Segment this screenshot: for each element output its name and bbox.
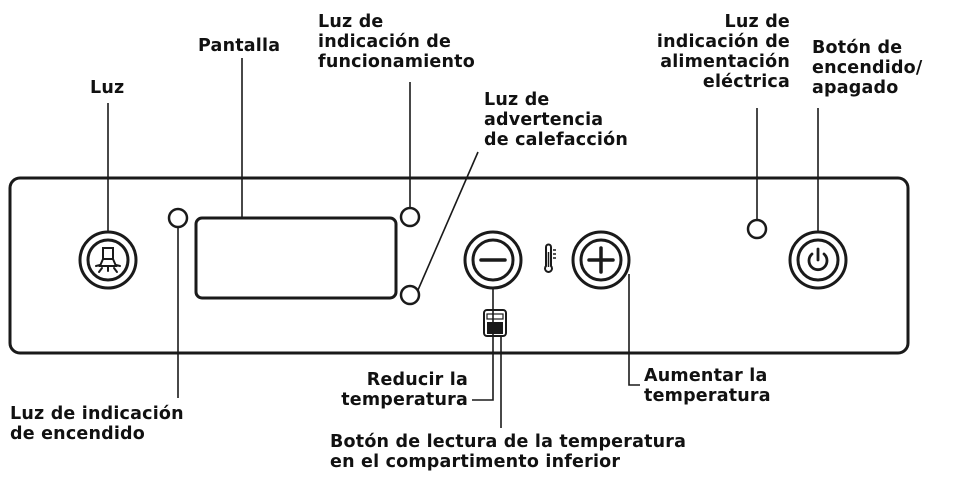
label-encendido-apagado: Botón de encendido/ apagado bbox=[812, 38, 923, 98]
label-indicacion-encendido: Luz de indicación de encendido bbox=[10, 404, 184, 444]
label-lectura: Botón de lectura de la temperatura en el… bbox=[330, 432, 686, 472]
power-supply-indicator-led bbox=[746, 218, 768, 240]
label-line: Aumentar la bbox=[644, 366, 768, 386]
label-line: Luz de bbox=[724, 12, 790, 32]
label-line: Botón de lectura de la temperatura bbox=[330, 432, 687, 452]
label-line: de encendido bbox=[10, 424, 145, 444]
label-alimentacion: Luz de indicación de alimentación eléctr… bbox=[620, 12, 790, 92]
operation-indicator-led bbox=[399, 206, 421, 228]
power-icon bbox=[807, 247, 829, 272]
label-line: funcionamiento bbox=[318, 52, 475, 72]
label-pantalla-line: Pantalla bbox=[198, 36, 281, 56]
increase-temperature-button[interactable] bbox=[571, 230, 631, 290]
power-on-indicator-led bbox=[167, 207, 189, 229]
label-line: en el compartimento inferior bbox=[330, 452, 621, 472]
label-calefaccion: Luz de advertencia de calefacción bbox=[484, 90, 628, 150]
lightbulb-icon bbox=[95, 247, 121, 273]
decrease-temperature-button[interactable] bbox=[463, 230, 523, 290]
label-line: Botón de bbox=[812, 38, 903, 58]
label-pantalla: Pantalla bbox=[198, 36, 280, 56]
leader-calefaccion bbox=[417, 151, 479, 291]
lower-compartment-reading-button[interactable] bbox=[483, 309, 507, 337]
display-screen bbox=[194, 216, 398, 300]
label-line: indicación de bbox=[318, 32, 452, 52]
label-luz: Luz bbox=[90, 78, 124, 98]
label-line: apagado bbox=[812, 78, 899, 98]
leader-reducir bbox=[472, 288, 494, 401]
label-line: alimentación bbox=[660, 52, 790, 72]
label-line: encendido/ bbox=[812, 58, 923, 78]
label-aumentar: Aumentar la temperatura bbox=[644, 366, 771, 406]
label-line: de calefacción bbox=[484, 130, 628, 150]
label-line: Luz de indicación bbox=[10, 404, 184, 424]
label-line: temperatura bbox=[341, 390, 468, 410]
power-button[interactable] bbox=[788, 230, 848, 290]
light-button[interactable] bbox=[78, 230, 138, 290]
label-line: temperatura bbox=[644, 386, 771, 406]
label-line: Reducir la bbox=[366, 370, 468, 390]
leader-lines bbox=[107, 58, 819, 428]
label-line: Luz de bbox=[318, 12, 384, 32]
plus-icon bbox=[587, 246, 615, 274]
label-funcionamiento: Luz de indicación de funcionamiento bbox=[318, 12, 475, 72]
control-panel bbox=[8, 176, 910, 355]
label-luz-line: Luz bbox=[90, 78, 125, 98]
label-reducir: Reducir la temperatura bbox=[300, 370, 468, 410]
thermometer-icon bbox=[544, 243, 556, 273]
temperature-reading-icon bbox=[486, 313, 504, 334]
leader-aumentar bbox=[628, 274, 640, 386]
label-line: Luz de bbox=[484, 90, 550, 110]
label-line: indicación de bbox=[656, 32, 790, 52]
label-line: eléctrica bbox=[702, 72, 790, 92]
heating-warning-led bbox=[399, 284, 421, 306]
label-line: advertencia bbox=[484, 110, 604, 130]
